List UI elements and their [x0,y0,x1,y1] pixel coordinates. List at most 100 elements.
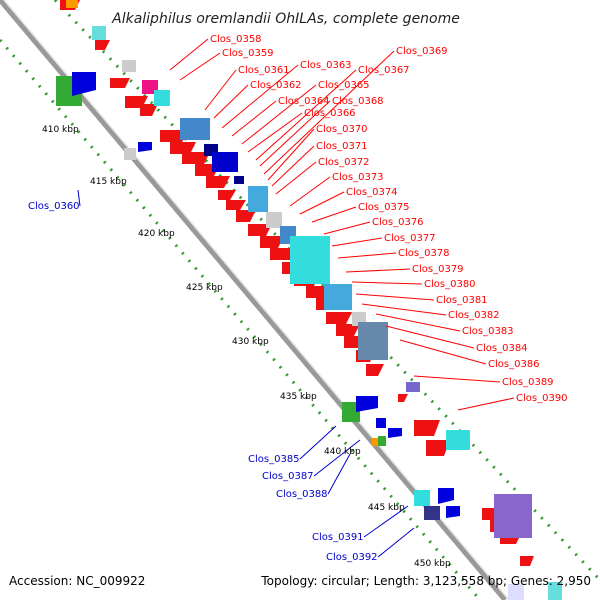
gene-labels: Clos_0358Clos_0359Clos_0361Clos_0362Clos… [28,34,568,563]
gene-label[interactable]: Clos_0373 [332,172,384,183]
label-connector [231,100,277,137]
label-connector [331,237,383,247]
gene-arrow [140,104,158,116]
gene-label[interactable]: Clos_0374 [346,187,398,198]
gene-arrow [138,142,152,152]
label-connector [299,191,345,215]
label-connector [313,439,361,477]
gene-label[interactable]: Clos_0376 [372,217,424,228]
label-connector [169,38,209,71]
gene-label[interactable]: Clos_0372 [318,157,370,168]
label-connector [255,69,357,161]
gene-block [234,176,244,184]
gene-label[interactable]: Clos_0359 [222,48,274,59]
label-connector [271,145,315,187]
gene-arrow [95,40,110,50]
gene-block [414,490,430,506]
label-connector [327,453,351,495]
gene-label[interactable]: Clos_0365 [318,80,370,91]
gene-arrow [356,396,378,412]
gene-arrow [376,418,386,428]
gene-block [324,284,352,310]
gene-arrow [226,200,246,210]
gene-block [372,438,380,446]
gene-label[interactable]: Clos_0382 [448,310,500,321]
gene-label[interactable]: Clos_0367 [358,65,410,76]
gene-block [508,584,524,600]
gene-label[interactable]: Clos_0371 [316,141,368,152]
gene-label[interactable]: Clos_0389 [502,377,554,388]
label-connector [345,268,411,273]
label-connector [375,313,461,332]
gene-arrow [336,324,360,336]
label-connector [355,293,435,301]
gene-label[interactable]: Clos_0358 [210,34,262,45]
gene-label[interactable]: Clos_0379 [412,264,464,275]
gene-block [66,0,78,8]
label-connector [221,64,299,129]
label-connector [267,128,315,181]
gene-label[interactable]: Clos_0391 [312,532,364,543]
gene-label[interactable]: Clos_0360 [28,201,80,212]
gene-label[interactable]: Clos_0392 [326,552,378,563]
kbp-marker: 435 kbp [280,392,317,402]
gene-block [358,322,388,360]
gene-label[interactable]: Clos_0390 [516,393,568,404]
gene-label[interactable]: Clos_0386 [488,359,540,370]
label-connector [213,84,249,119]
gene-block [446,430,470,450]
gene-arrow [260,236,284,248]
label-connector [247,112,303,153]
label-connector [363,505,409,538]
gene-arrow [218,190,236,200]
gene-label[interactable]: Clos_0378 [398,248,450,259]
gene-label[interactable]: Clos_0377 [384,233,436,244]
label-connector [385,325,475,349]
gene-arrow [326,312,352,324]
label-connector [399,339,487,365]
gene-label[interactable]: Clos_0383 [462,326,514,337]
gene-label[interactable]: Clos_0370 [316,124,368,135]
gene-arrow [426,440,450,456]
label-connectors [77,38,515,558]
gene-label[interactable]: Clos_0366 [304,108,356,119]
label-connector [413,375,501,383]
gene-label[interactable]: Clos_0385 [248,454,300,465]
gene-arrow [110,78,130,88]
gene-label[interactable]: Clos_0375 [358,202,410,213]
gene-block [92,26,106,40]
label-connector [289,176,331,207]
gene-label[interactable]: Clos_0362 [250,80,302,91]
minus-strand-genes [56,72,562,600]
gene-label[interactable]: Clos_0368 [332,96,384,107]
gene-block [494,494,532,538]
topology-text: Topology: circular; Length: 3,123,558 bp… [260,574,591,588]
gene-label[interactable]: Clos_0384 [476,343,528,354]
label-connector [299,425,337,460]
gene-arrow [414,420,440,436]
gene-label[interactable]: Clos_0381 [436,295,488,306]
kbp-marker: 415 kbp [90,177,127,187]
outer-strand-genes [66,0,532,538]
gene-label[interactable]: Clos_0363 [300,60,352,71]
label-connector [241,84,317,145]
kbp-marker: 440 kbp [324,447,361,457]
gene-block [342,402,360,422]
gene-label[interactable]: Clos_0364 [278,96,330,107]
gene-block [406,382,420,392]
gene-label[interactable]: Clos_0380 [424,279,476,290]
gene-arrow [72,72,96,96]
kbp-marker: 420 kbp [138,229,175,239]
gene-block [212,152,238,172]
gene-label[interactable]: Clos_0388 [276,489,328,500]
gene-arrow [366,364,384,376]
gene-label[interactable]: Clos_0387 [262,471,314,482]
label-connector [259,100,331,167]
label-connector [361,303,447,316]
gene-label[interactable]: Clos_0361 [238,65,290,76]
gene-label[interactable]: Clos_0369 [396,46,448,57]
label-connector [275,161,317,195]
gene-arrow [170,142,196,154]
